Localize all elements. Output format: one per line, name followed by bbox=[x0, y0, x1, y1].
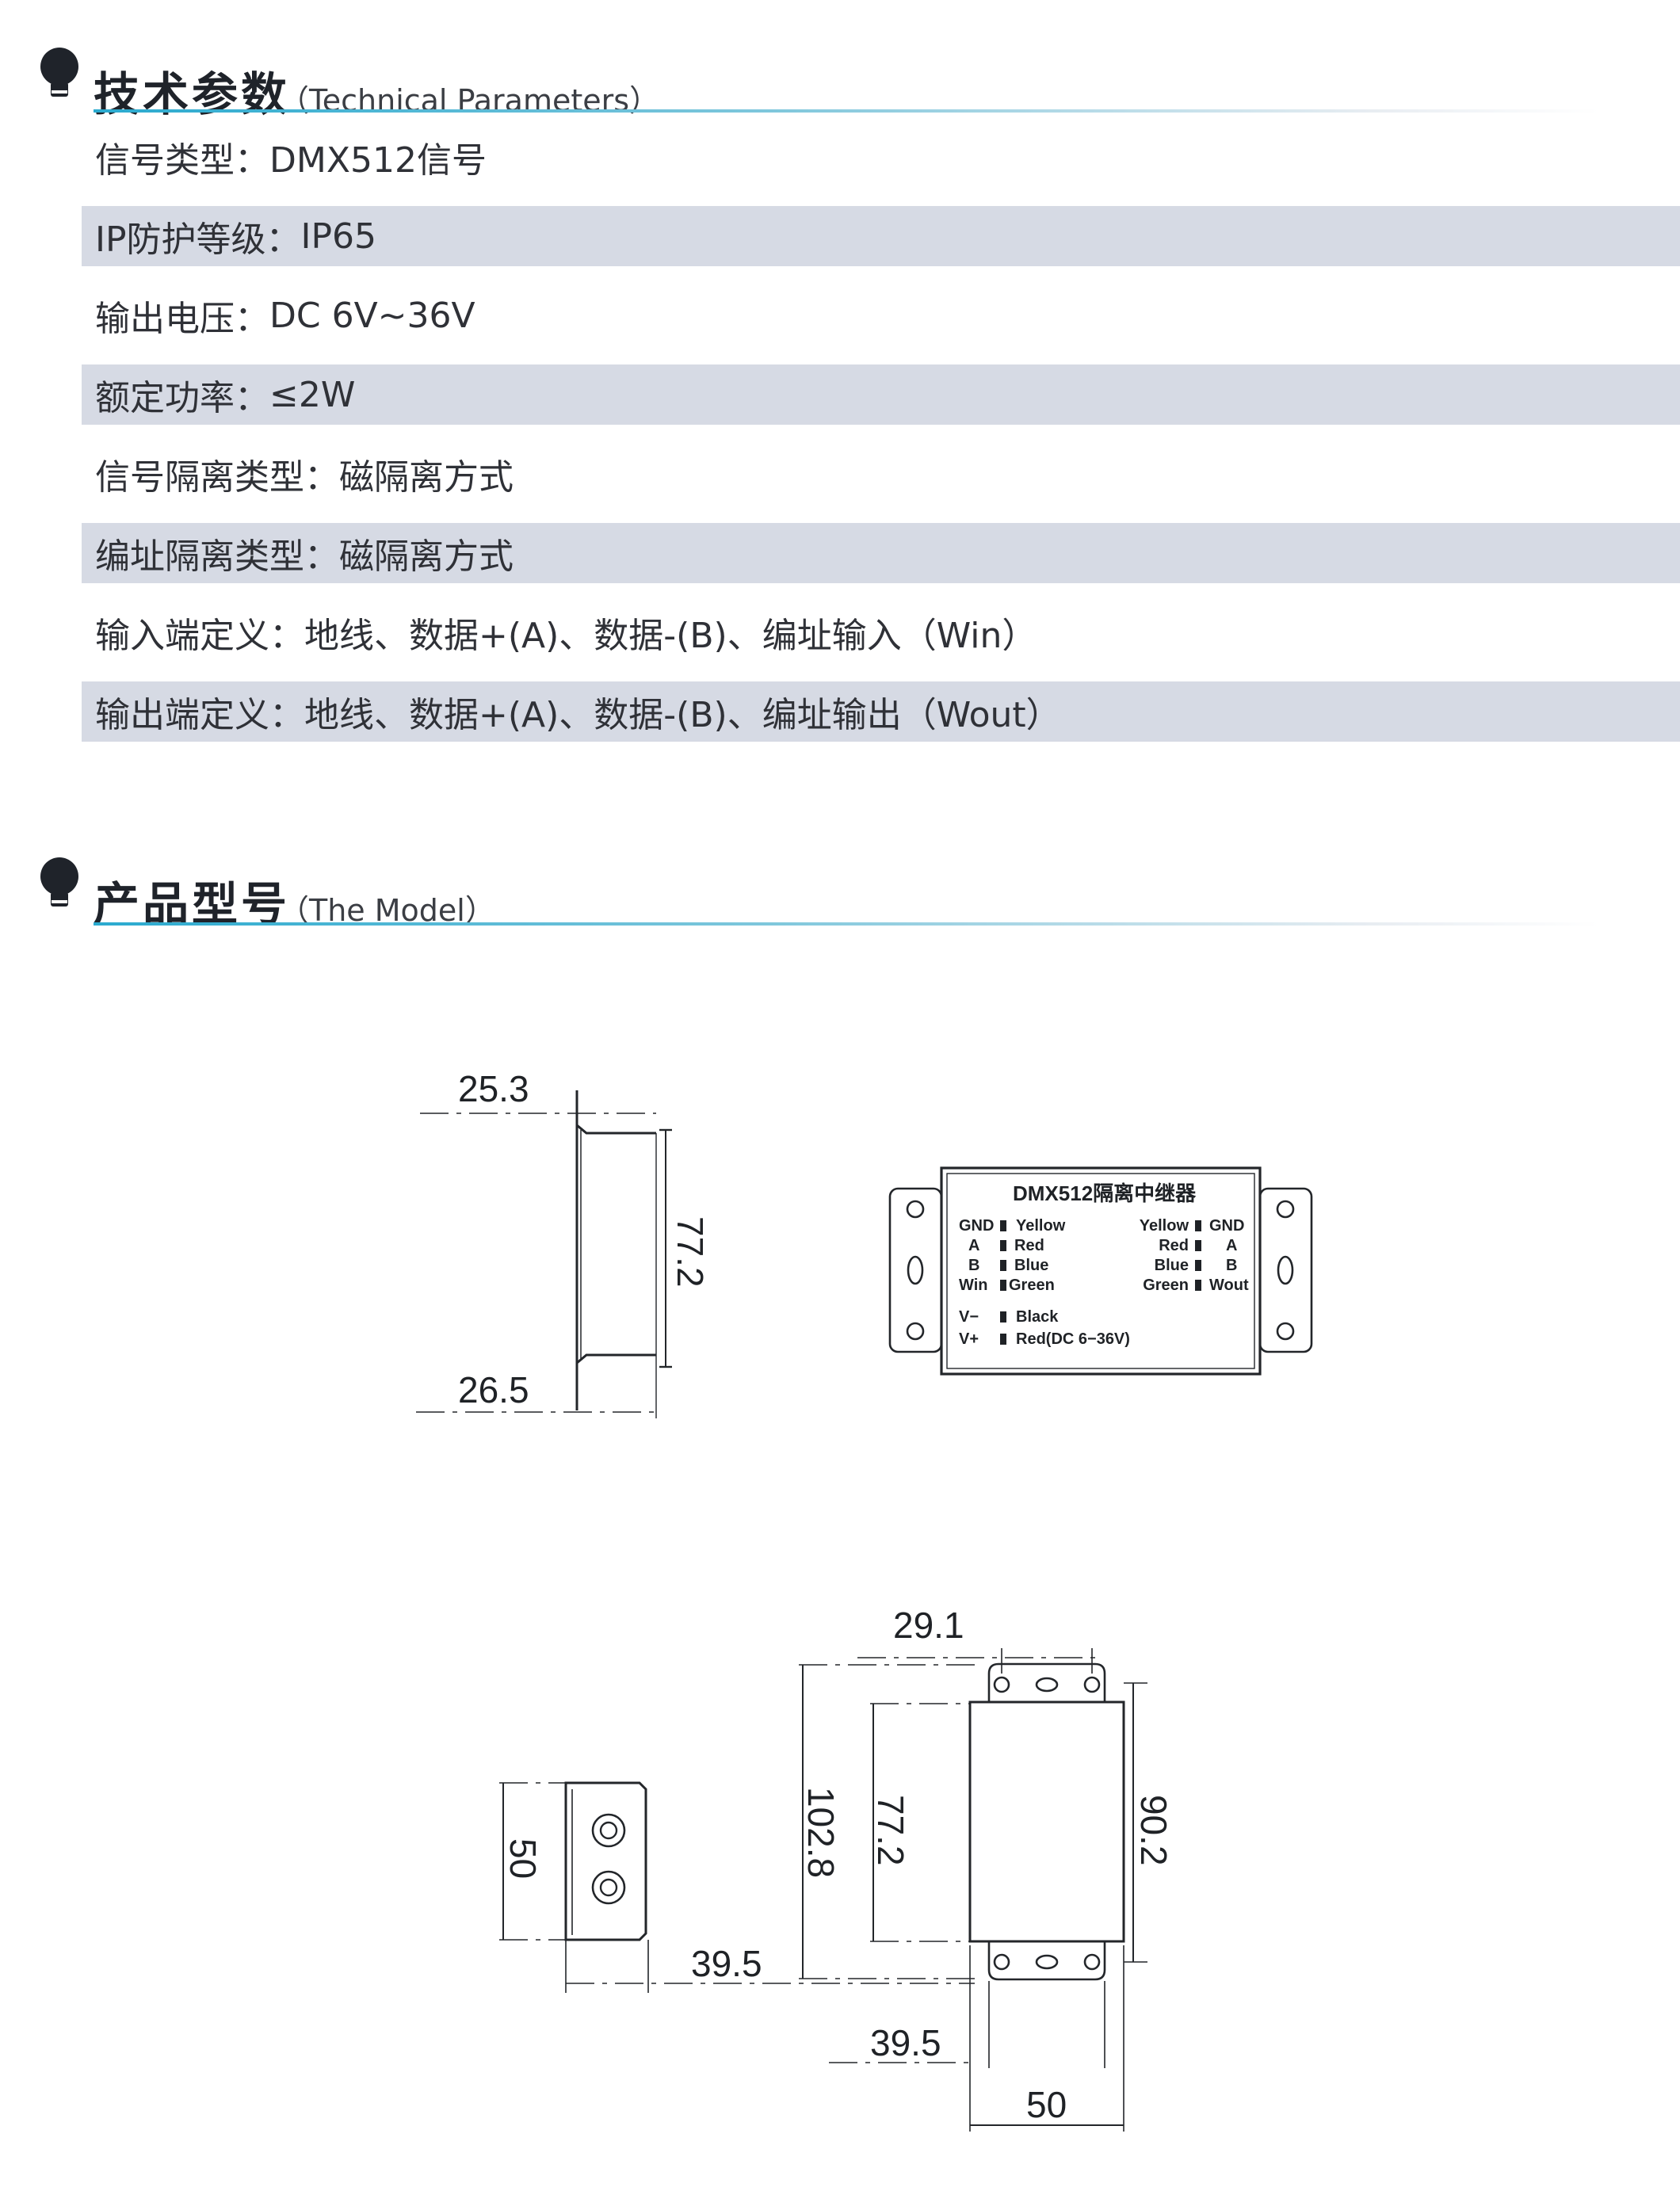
param-value: IP65 bbox=[300, 216, 377, 257]
label-right-pin: A bbox=[1226, 1237, 1237, 1254]
label-left-pin: A bbox=[968, 1237, 979, 1254]
param-value: 地线、数据+(A)、数据-(B)、编址输出（Wout） bbox=[304, 695, 1061, 735]
label-right-color: Red bbox=[1159, 1237, 1189, 1254]
parameter-list: 信号类型：DMX512信号 IP防护等级：IP65 输出电压：DC 6V~36V… bbox=[82, 127, 1680, 761]
section-underline bbox=[94, 109, 1599, 113]
param-separator: ： bbox=[304, 457, 339, 498]
param-value: 磁隔离方式 bbox=[339, 457, 514, 498]
product-label: DMX512隔离中继器 GND A B Win Yellow Red Blue … bbox=[959, 1181, 1249, 1348]
label-left-color: Blue bbox=[1014, 1257, 1048, 1274]
dim-top-width: 25.3 bbox=[458, 1068, 529, 1109]
label-right-pin: Wout bbox=[1209, 1277, 1249, 1294]
label-right-color: Blue bbox=[1155, 1257, 1189, 1274]
param-label: 输出电压 bbox=[95, 299, 235, 339]
label-left-color: Yellow bbox=[1016, 1217, 1066, 1235]
section-header-model: 产品型号 （The Model） bbox=[0, 856, 1680, 951]
label-right-color: Yellow bbox=[1140, 1217, 1189, 1235]
label-power-pin: V+ bbox=[959, 1330, 979, 1348]
label-left-color: Green bbox=[1009, 1277, 1055, 1294]
dim-body-width: 50 bbox=[1026, 2084, 1067, 2125]
label-left-pin: Win bbox=[959, 1277, 987, 1294]
dim-flange-height: 90.2 bbox=[1133, 1795, 1174, 1866]
dim-side-offset: 39.5 bbox=[691, 1943, 762, 1984]
param-row-input-definition: 输入端定义：地线、数据+(A)、数据-(B)、编址输入（Win） bbox=[82, 602, 1680, 662]
param-row-output-voltage: 输出电压：DC 6V~36V bbox=[82, 285, 1680, 345]
label-left-color: Red bbox=[1014, 1237, 1044, 1254]
side-profile-view bbox=[416, 1090, 672, 1418]
label-power-color: Black bbox=[1016, 1308, 1059, 1326]
param-separator: ： bbox=[269, 695, 304, 735]
param-row-output-definition: 输出端定义：地线、数据+(A)、数据-(B)、编址输出（Wout） bbox=[82, 681, 1680, 742]
label-left-pin: B bbox=[968, 1257, 979, 1274]
section-title: 产品型号 bbox=[94, 877, 291, 931]
dim-height: 77.2 bbox=[670, 1216, 711, 1288]
label-title: DMX512隔离中继器 bbox=[1013, 1181, 1197, 1205]
label-power-color: Red(DC 6−36V) bbox=[1016, 1330, 1130, 1348]
param-label: IP防护等级 bbox=[95, 219, 266, 260]
dimension-lines bbox=[499, 1648, 1147, 2132]
param-label: 输出端定义 bbox=[95, 695, 269, 735]
param-separator: ： bbox=[235, 140, 269, 181]
label-right-color: Green bbox=[1143, 1277, 1189, 1294]
param-label: 额定功率 bbox=[95, 378, 235, 418]
param-value: ≤2W bbox=[269, 374, 356, 415]
label-right-pin: B bbox=[1226, 1257, 1237, 1274]
label-right-pin: GND bbox=[1209, 1217, 1244, 1235]
param-row-address-isolation: 编址隔离类型：磁隔离方式 bbox=[82, 523, 1680, 583]
param-value: 地线、数据+(A)、数据-(B)、编址输入（Win） bbox=[304, 616, 1037, 656]
dim-top-hole-span: 29.1 bbox=[893, 1605, 964, 1646]
label-power-pin: V− bbox=[959, 1308, 979, 1326]
top-view bbox=[888, 1166, 1313, 1376]
dim-side-height: 50 bbox=[502, 1838, 544, 1879]
dim-bottom-offset: 39.5 bbox=[870, 2022, 941, 2063]
param-label: 信号隔离类型 bbox=[95, 457, 304, 498]
bulb-icon bbox=[40, 48, 78, 97]
dim-bottom-width: 26.5 bbox=[458, 1369, 529, 1410]
connector-side-view bbox=[564, 1781, 647, 1941]
param-row-signal-type: 信号类型：DMX512信号 bbox=[82, 127, 1680, 187]
param-value: DMX512信号 bbox=[269, 140, 487, 181]
section-header-technical: 技术参数 （Technical Parameters） bbox=[0, 46, 1680, 141]
param-separator: ： bbox=[269, 616, 304, 656]
wire-marker-icons bbox=[1000, 1220, 1201, 1345]
dim-total-height: 102.8 bbox=[800, 1787, 842, 1878]
param-label: 输入端定义 bbox=[95, 616, 269, 656]
param-separator: ： bbox=[265, 219, 301, 260]
param-label: 信号类型 bbox=[95, 140, 235, 181]
param-separator: ： bbox=[235, 378, 269, 418]
param-separator: ： bbox=[304, 536, 339, 577]
param-value: 磁隔离方式 bbox=[339, 536, 514, 577]
dim-body-height: 77.2 bbox=[870, 1795, 911, 1866]
param-row-signal-isolation: 信号隔离类型：磁隔离方式 bbox=[82, 444, 1680, 504]
param-label: 编址隔离类型 bbox=[95, 536, 304, 577]
param-value: DC 6V~36V bbox=[269, 295, 475, 336]
param-row-ip-rating: IP防护等级：IP65 bbox=[82, 206, 1680, 266]
param-row-rated-power: 额定功率：≤2W bbox=[82, 364, 1680, 425]
section-underline bbox=[94, 922, 1599, 926]
label-left-pin: GND bbox=[959, 1217, 994, 1235]
param-separator: ： bbox=[235, 299, 269, 339]
bulb-icon bbox=[40, 857, 78, 906]
section-subtitle: （The Model） bbox=[279, 893, 495, 928]
front-view bbox=[968, 1662, 1125, 1981]
